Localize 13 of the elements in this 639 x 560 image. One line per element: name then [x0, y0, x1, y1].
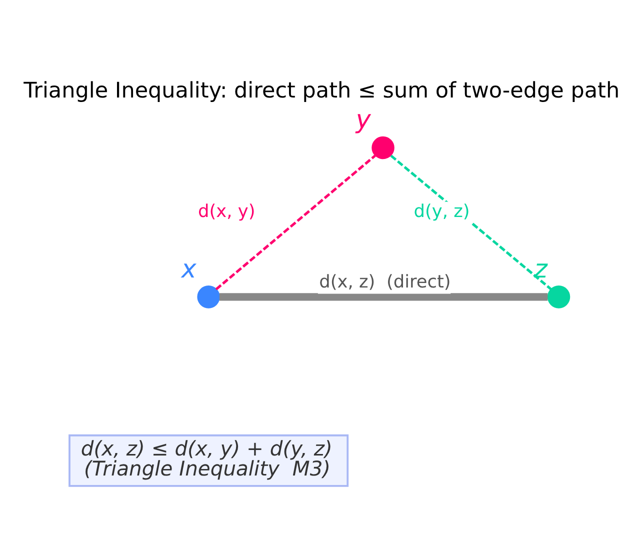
connector — [390, 154, 552, 290]
edge-label: d(x, z) (direct) — [319, 272, 451, 292]
connector — [219, 292, 548, 300]
node-circle — [372, 136, 394, 159]
node-circle — [197, 285, 220, 308]
connector — [215, 154, 376, 290]
edge-label: d(y, z) — [414, 202, 470, 222]
diagram-title: Triangle Inequality: direct path ≤ sum of two-edge path — [24, 78, 620, 103]
node-box: d(x, z) ≤ d(x, y) + d(y, z) (Triangle Inequality M3) — [68, 434, 349, 486]
node-circle — [547, 285, 570, 308]
node-label: y — [356, 104, 371, 134]
node-label: x — [181, 254, 196, 283]
edge-label: d(x, y) — [198, 202, 256, 222]
